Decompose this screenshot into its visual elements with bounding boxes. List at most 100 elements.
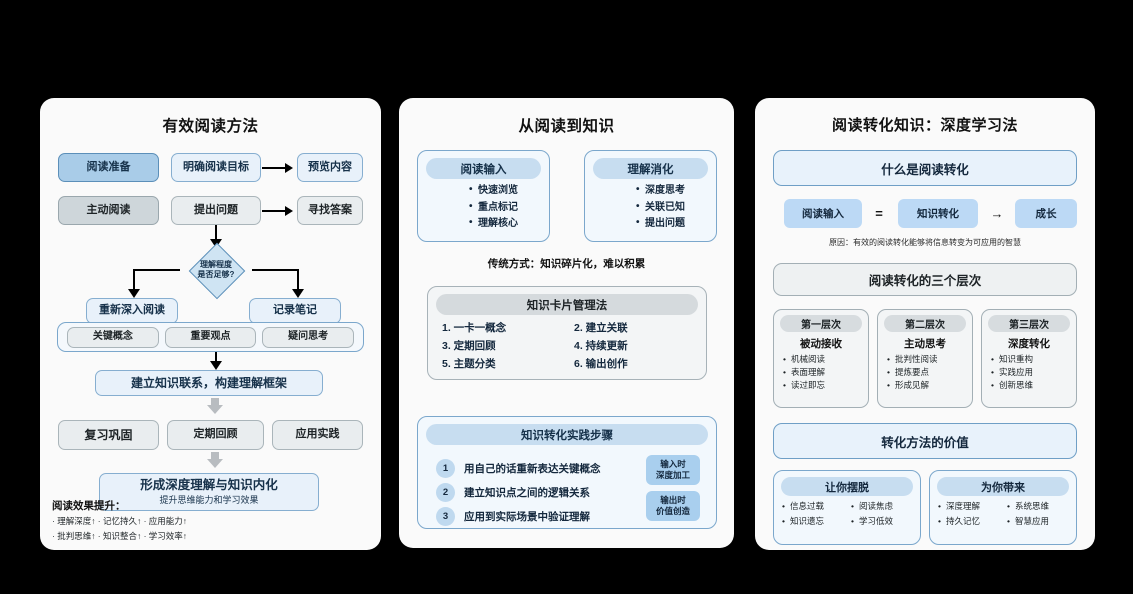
level-card-1[interactable]: 第一层次 被动接收 机械阅读 表面理解 读过即忘 bbox=[773, 309, 869, 408]
panel-2-title: 从阅读到知识 bbox=[518, 118, 615, 135]
list-item: 理解核心 bbox=[469, 215, 549, 233]
panel-deep-learning-method: 阅读转化知识：深度学习法 什么是阅读转化 阅读输入 = 知识转化 → 成长 原因… bbox=[755, 98, 1095, 550]
step-row-3[interactable]: 3 应用到实际场景中验证理解 bbox=[436, 507, 590, 526]
step-row-1[interactable]: 1 用自己的话重新表达关键概念 bbox=[436, 459, 601, 478]
list-item: 形成见解 bbox=[887, 379, 972, 392]
card-knowledge-card-method[interactable]: 知识卡片管理法 1. 一卡一概念 2. 建立关联 3. 定期回顾 4. 持续更新… bbox=[427, 286, 707, 380]
card-reading-input-list: 快速浏览 重点标记 理解核心 bbox=[429, 182, 549, 233]
side-badge-output-stage[interactable]: 输出时 价值创造 bbox=[646, 491, 700, 521]
branch-line-left-h bbox=[133, 269, 180, 271]
arrow-head-r2 bbox=[285, 205, 293, 216]
branch-line-right-v bbox=[297, 269, 299, 292]
list-item: 表面理解 bbox=[783, 366, 868, 379]
card-practice-steps[interactable]: 知识转化实践步骤 1 用自己的话重新表达关键概念 2 建立知识点之间的逻辑关系 … bbox=[417, 416, 717, 529]
value-box-1-grid: 信息过载 阅读焦虑 知识遗忘 学习低效 bbox=[782, 499, 920, 529]
value-box-free-you-from[interactable]: 让你摆脱 信息过载 阅读焦虑 知识遗忘 学习低效 bbox=[773, 470, 921, 545]
branch-head-left bbox=[128, 289, 140, 298]
card-reading-input[interactable]: 阅读输入 快速浏览 重点标记 理解核心 bbox=[417, 150, 550, 242]
decision-comprehension-enough[interactable]: 理解程度 是否足够? bbox=[178, 242, 254, 300]
list-item: 快速浏览 bbox=[469, 182, 549, 200]
step-row-2[interactable]: 2 建立知识点之间的逻辑关系 bbox=[436, 483, 590, 502]
list-item: 深度理解 bbox=[938, 499, 1007, 514]
panel-effective-reading-method: 有效阅读方法 阅读准备 明确阅读目标 预览内容 主动阅读 提出问题 寻找答案 理… bbox=[40, 98, 381, 550]
node-ask-question[interactable]: 提出问题 bbox=[171, 196, 261, 225]
list-item: 深度思考 bbox=[636, 182, 716, 200]
eq-symbol-arrow-right: → bbox=[990, 206, 1004, 221]
level-1-list: 机械阅读 表面理解 读过即忘 bbox=[783, 353, 868, 393]
side-badge-2-line-1: 输出时 bbox=[660, 494, 686, 505]
list-item: 持久记忆 bbox=[938, 514, 1007, 529]
list-item: 阅读焦虑 bbox=[851, 499, 920, 514]
node-important-view[interactable]: 重要观点 bbox=[164, 326, 257, 348]
node-periodic-review[interactable]: 定期回顾 bbox=[167, 420, 264, 450]
arrow-line-to-link bbox=[215, 352, 217, 364]
panel-from-reading-to-knowledge: 从阅读到知识 阅读输入 快速浏览 重点标记 理解核心 理解消化 深度思考 关联已… bbox=[399, 98, 734, 548]
fat-arrow-to-review bbox=[207, 398, 223, 414]
eq-box-knowledge-transform[interactable]: 知识转化 bbox=[898, 199, 978, 228]
eq-symbol-equals: = bbox=[875, 206, 883, 221]
band-what-is-transformation[interactable]: 什么是阅读转化 bbox=[773, 150, 1077, 186]
panel-1-title: 有效阅读方法 bbox=[162, 118, 259, 135]
decision-label: 理解程度 是否足够? bbox=[178, 250, 254, 290]
node-reread-deeply[interactable]: 重新深入阅读 bbox=[86, 298, 178, 324]
effect-line-1: · 理解深度↑ · 记忆持久↑ · 应用能力↑ bbox=[52, 516, 188, 526]
node-review-consolidate[interactable]: 复习巩固 bbox=[58, 420, 159, 450]
note-group-container: 关键概念 重要观点 疑问思考 bbox=[57, 322, 364, 352]
list-item: 提炼要点 bbox=[887, 366, 972, 379]
band-three-levels[interactable]: 阅读转化的三个层次 bbox=[773, 263, 1077, 296]
level-2-head: 第二层次 bbox=[884, 315, 966, 332]
decision-line-2: 是否足够? bbox=[197, 270, 235, 279]
node-clarify-goal[interactable]: 明确阅读目标 bbox=[171, 153, 261, 182]
arrow-line-r2 bbox=[262, 209, 287, 212]
step-text-2: 建立知识点之间的逻辑关系 bbox=[464, 487, 590, 499]
eq-box-reading-input[interactable]: 阅读输入 bbox=[784, 199, 862, 228]
step-badge-2: 2 bbox=[436, 483, 455, 502]
final-main-label: 形成深度理解与知识内化 bbox=[140, 478, 278, 493]
side-badge-2-line-2: 价值创造 bbox=[655, 506, 690, 516]
level-3-head: 第三层次 bbox=[988, 315, 1070, 332]
effect-title: 阅读效果提升： bbox=[52, 500, 126, 512]
level-card-2[interactable]: 第二层次 主动思考 批判性阅读 提炼要点 形成见解 bbox=[877, 309, 973, 408]
node-preview-content[interactable]: 预览内容 bbox=[297, 153, 363, 182]
card-understanding-digest[interactable]: 理解消化 深度思考 关联已知 提出问题 bbox=[584, 150, 717, 242]
traditional-way-note: 传统方式：知识碎片化，难以积累 bbox=[487, 258, 646, 270]
list-item: 批判性阅读 bbox=[887, 353, 972, 366]
node-reading-prep[interactable]: 阅读准备 bbox=[58, 153, 159, 182]
list-item: 实践应用 bbox=[991, 366, 1076, 379]
list-item: 提出问题 bbox=[636, 215, 716, 233]
node-question-thinking[interactable]: 疑问思考 bbox=[262, 326, 355, 348]
node-find-answer[interactable]: 寻找答案 bbox=[297, 196, 363, 225]
list-item: 知识重构 bbox=[991, 353, 1076, 366]
list-item: 3. 定期回顾 bbox=[442, 340, 496, 353]
method-item-grid: 1. 一卡一概念 2. 建立关联 3. 定期回顾 4. 持续更新 5. 主题分类… bbox=[442, 319, 706, 373]
side-badge-input-stage[interactable]: 输入时 深度加工 bbox=[646, 455, 700, 485]
node-final-internalization[interactable]: 形成深度理解与知识内化 提升思维能力和学习效果 bbox=[99, 473, 319, 511]
level-1-head: 第一层次 bbox=[780, 315, 862, 332]
branch-line-right-h bbox=[252, 269, 299, 271]
value-box-2-grid: 深度理解 系统思维 持久记忆 智慧应用 bbox=[938, 499, 1076, 529]
list-item: 4. 持续更新 bbox=[574, 340, 628, 353]
arrow-head-r1 bbox=[285, 162, 293, 173]
list-item: 读过即忘 bbox=[783, 379, 868, 392]
node-active-reading[interactable]: 主动阅读 bbox=[58, 196, 159, 225]
list-item: 机械阅读 bbox=[783, 353, 868, 366]
final-sub-label: 提升思维能力和学习效果 bbox=[159, 494, 259, 505]
value-box-brings-you[interactable]: 为你带来 深度理解 系统思维 持久记忆 智慧应用 bbox=[929, 470, 1077, 545]
node-build-knowledge-link[interactable]: 建立知识联系，构建理解框架 bbox=[95, 370, 323, 396]
level-3-sub: 深度转化 bbox=[1008, 338, 1050, 350]
level-3-list: 知识重构 实践应用 创新思维 bbox=[991, 353, 1076, 393]
card-reading-input-head: 阅读输入 bbox=[426, 158, 541, 179]
eq-box-growth[interactable]: 成长 bbox=[1015, 199, 1077, 228]
card-understanding-digest-list: 深度思考 关联已知 提出问题 bbox=[596, 182, 716, 233]
list-item: 关联已知 bbox=[636, 199, 716, 217]
node-apply-practice[interactable]: 应用实践 bbox=[272, 420, 363, 450]
list-item: 智慧应用 bbox=[1007, 514, 1076, 529]
list-item: 5. 主题分类 bbox=[442, 358, 496, 371]
level-card-3[interactable]: 第三层次 深度转化 知识重构 实践应用 创新思维 bbox=[981, 309, 1077, 408]
level-2-sub: 主动思考 bbox=[904, 338, 946, 350]
card-method-head: 知识卡片管理法 bbox=[436, 294, 698, 315]
node-take-notes[interactable]: 记录笔记 bbox=[249, 298, 341, 324]
band-value-of-method[interactable]: 转化方法的价值 bbox=[773, 423, 1077, 459]
node-key-concept[interactable]: 关键概念 bbox=[67, 326, 159, 348]
